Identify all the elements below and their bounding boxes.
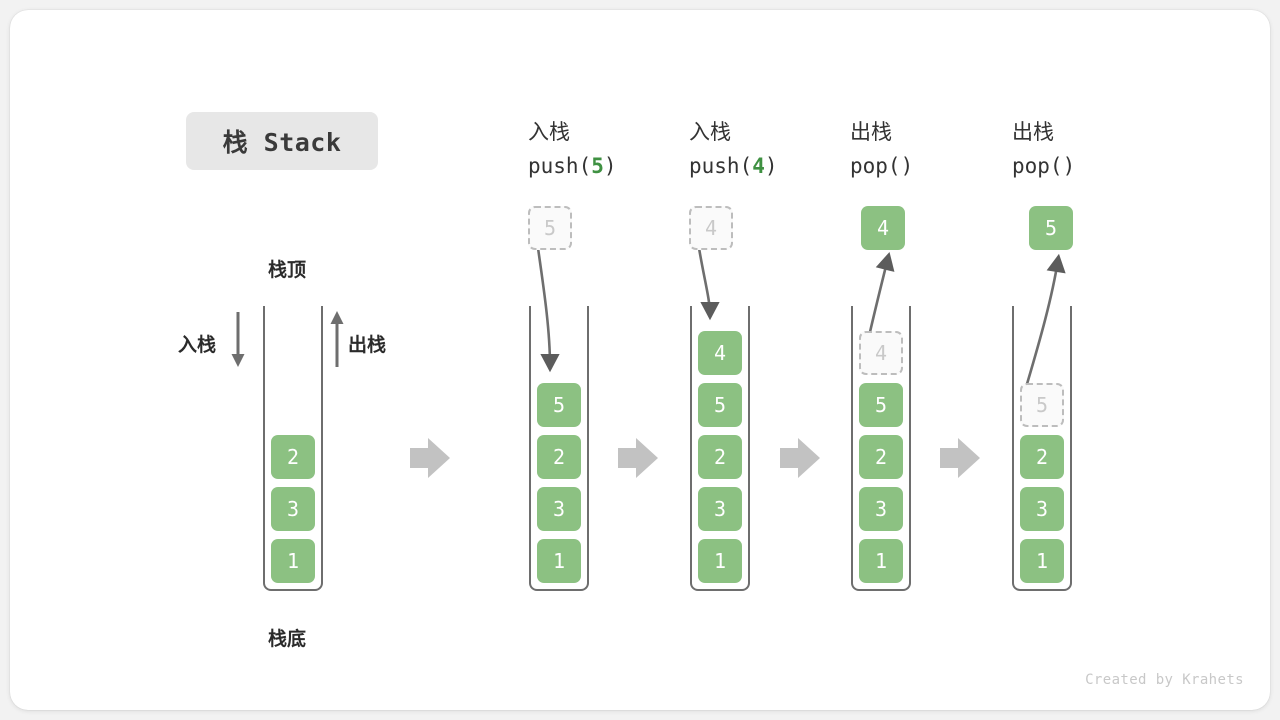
stack-cell: 5 — [537, 383, 581, 427]
stack-cell: 1 — [271, 539, 315, 583]
stack-container-pop-1 — [851, 306, 911, 591]
stack-top-label: 栈顶 — [268, 260, 307, 281]
stack-cell: 2 — [537, 435, 581, 479]
stack-cell: 3 — [698, 487, 742, 531]
stack-cell: 4 — [698, 331, 742, 375]
push-side-label: 入栈 — [178, 335, 217, 356]
column-header-code: push(4) — [689, 153, 778, 178]
stack-cell: 5 — [698, 383, 742, 427]
diagram-stage: 栈 Stack 栈顶 栈底 入栈 出栈 2 3 1 入栈 push(5) 5 5… — [10, 10, 1270, 710]
stack-cell: 3 — [537, 487, 581, 531]
step-arrow-4 — [940, 438, 980, 478]
credit-text: Created by Krahets — [1085, 672, 1244, 688]
diagram-card: 栈 Stack 栈顶 栈底 入栈 出栈 2 3 1 入栈 push(5) 5 5… — [10, 10, 1270, 710]
stack-cell: 1 — [537, 539, 581, 583]
stack-cell: 5 — [859, 383, 903, 427]
column-header-cn: 出栈 — [850, 121, 892, 144]
floating-cell-popped: 5 — [1029, 206, 1073, 250]
column-header-pop-2: 出栈 pop() — [1012, 117, 1075, 182]
floating-cell-popped: 4 — [861, 206, 905, 250]
stack-container-initial — [263, 306, 323, 591]
stack-cell: 2 — [1020, 435, 1064, 479]
stack-container-pop-2 — [1012, 306, 1072, 591]
pop-side-label: 出栈 — [348, 335, 387, 356]
push-direction-arrow — [231, 312, 245, 367]
stack-cell: 1 — [698, 539, 742, 583]
stack-cell-ghost: 4 — [859, 331, 903, 375]
column-header-cn: 入栈 — [689, 121, 731, 144]
push-4-motion-arrow — [697, 247, 720, 321]
stack-cell: 3 — [859, 487, 903, 531]
column-header-pop-1: 出栈 pop() — [850, 117, 913, 182]
column-header-cn: 出栈 — [1012, 121, 1054, 144]
stack-cell-ghost: 5 — [1020, 383, 1064, 427]
stack-container-push-5 — [529, 306, 589, 591]
stack-container-push-4 — [690, 306, 750, 591]
column-header-push-5: 入栈 push(5) — [528, 117, 617, 182]
pop-direction-arrow — [330, 311, 344, 367]
stack-bottom-label: 栈底 — [268, 629, 307, 650]
title-badge: 栈 Stack — [186, 112, 378, 170]
floating-cell-ghost: 5 — [528, 206, 572, 250]
floating-cell-ghost: 4 — [689, 206, 733, 250]
column-header-code: pop() — [850, 153, 914, 178]
stack-cell: 1 — [1020, 539, 1064, 583]
column-header-code: push(5) — [528, 153, 617, 178]
step-arrow-3 — [780, 438, 820, 478]
stack-cell: 1 — [859, 539, 903, 583]
step-arrow-2 — [618, 438, 658, 478]
column-header-push-4: 入栈 push(4) — [689, 117, 778, 182]
column-header-cn: 入栈 — [528, 121, 570, 144]
column-header-code: pop() — [1012, 153, 1076, 178]
stack-cell: 3 — [271, 487, 315, 531]
stack-cell: 2 — [698, 435, 742, 479]
stack-cell: 2 — [859, 435, 903, 479]
stack-cell: 2 — [271, 435, 315, 479]
step-arrow-1 — [410, 438, 450, 478]
stack-cell: 3 — [1020, 487, 1064, 531]
